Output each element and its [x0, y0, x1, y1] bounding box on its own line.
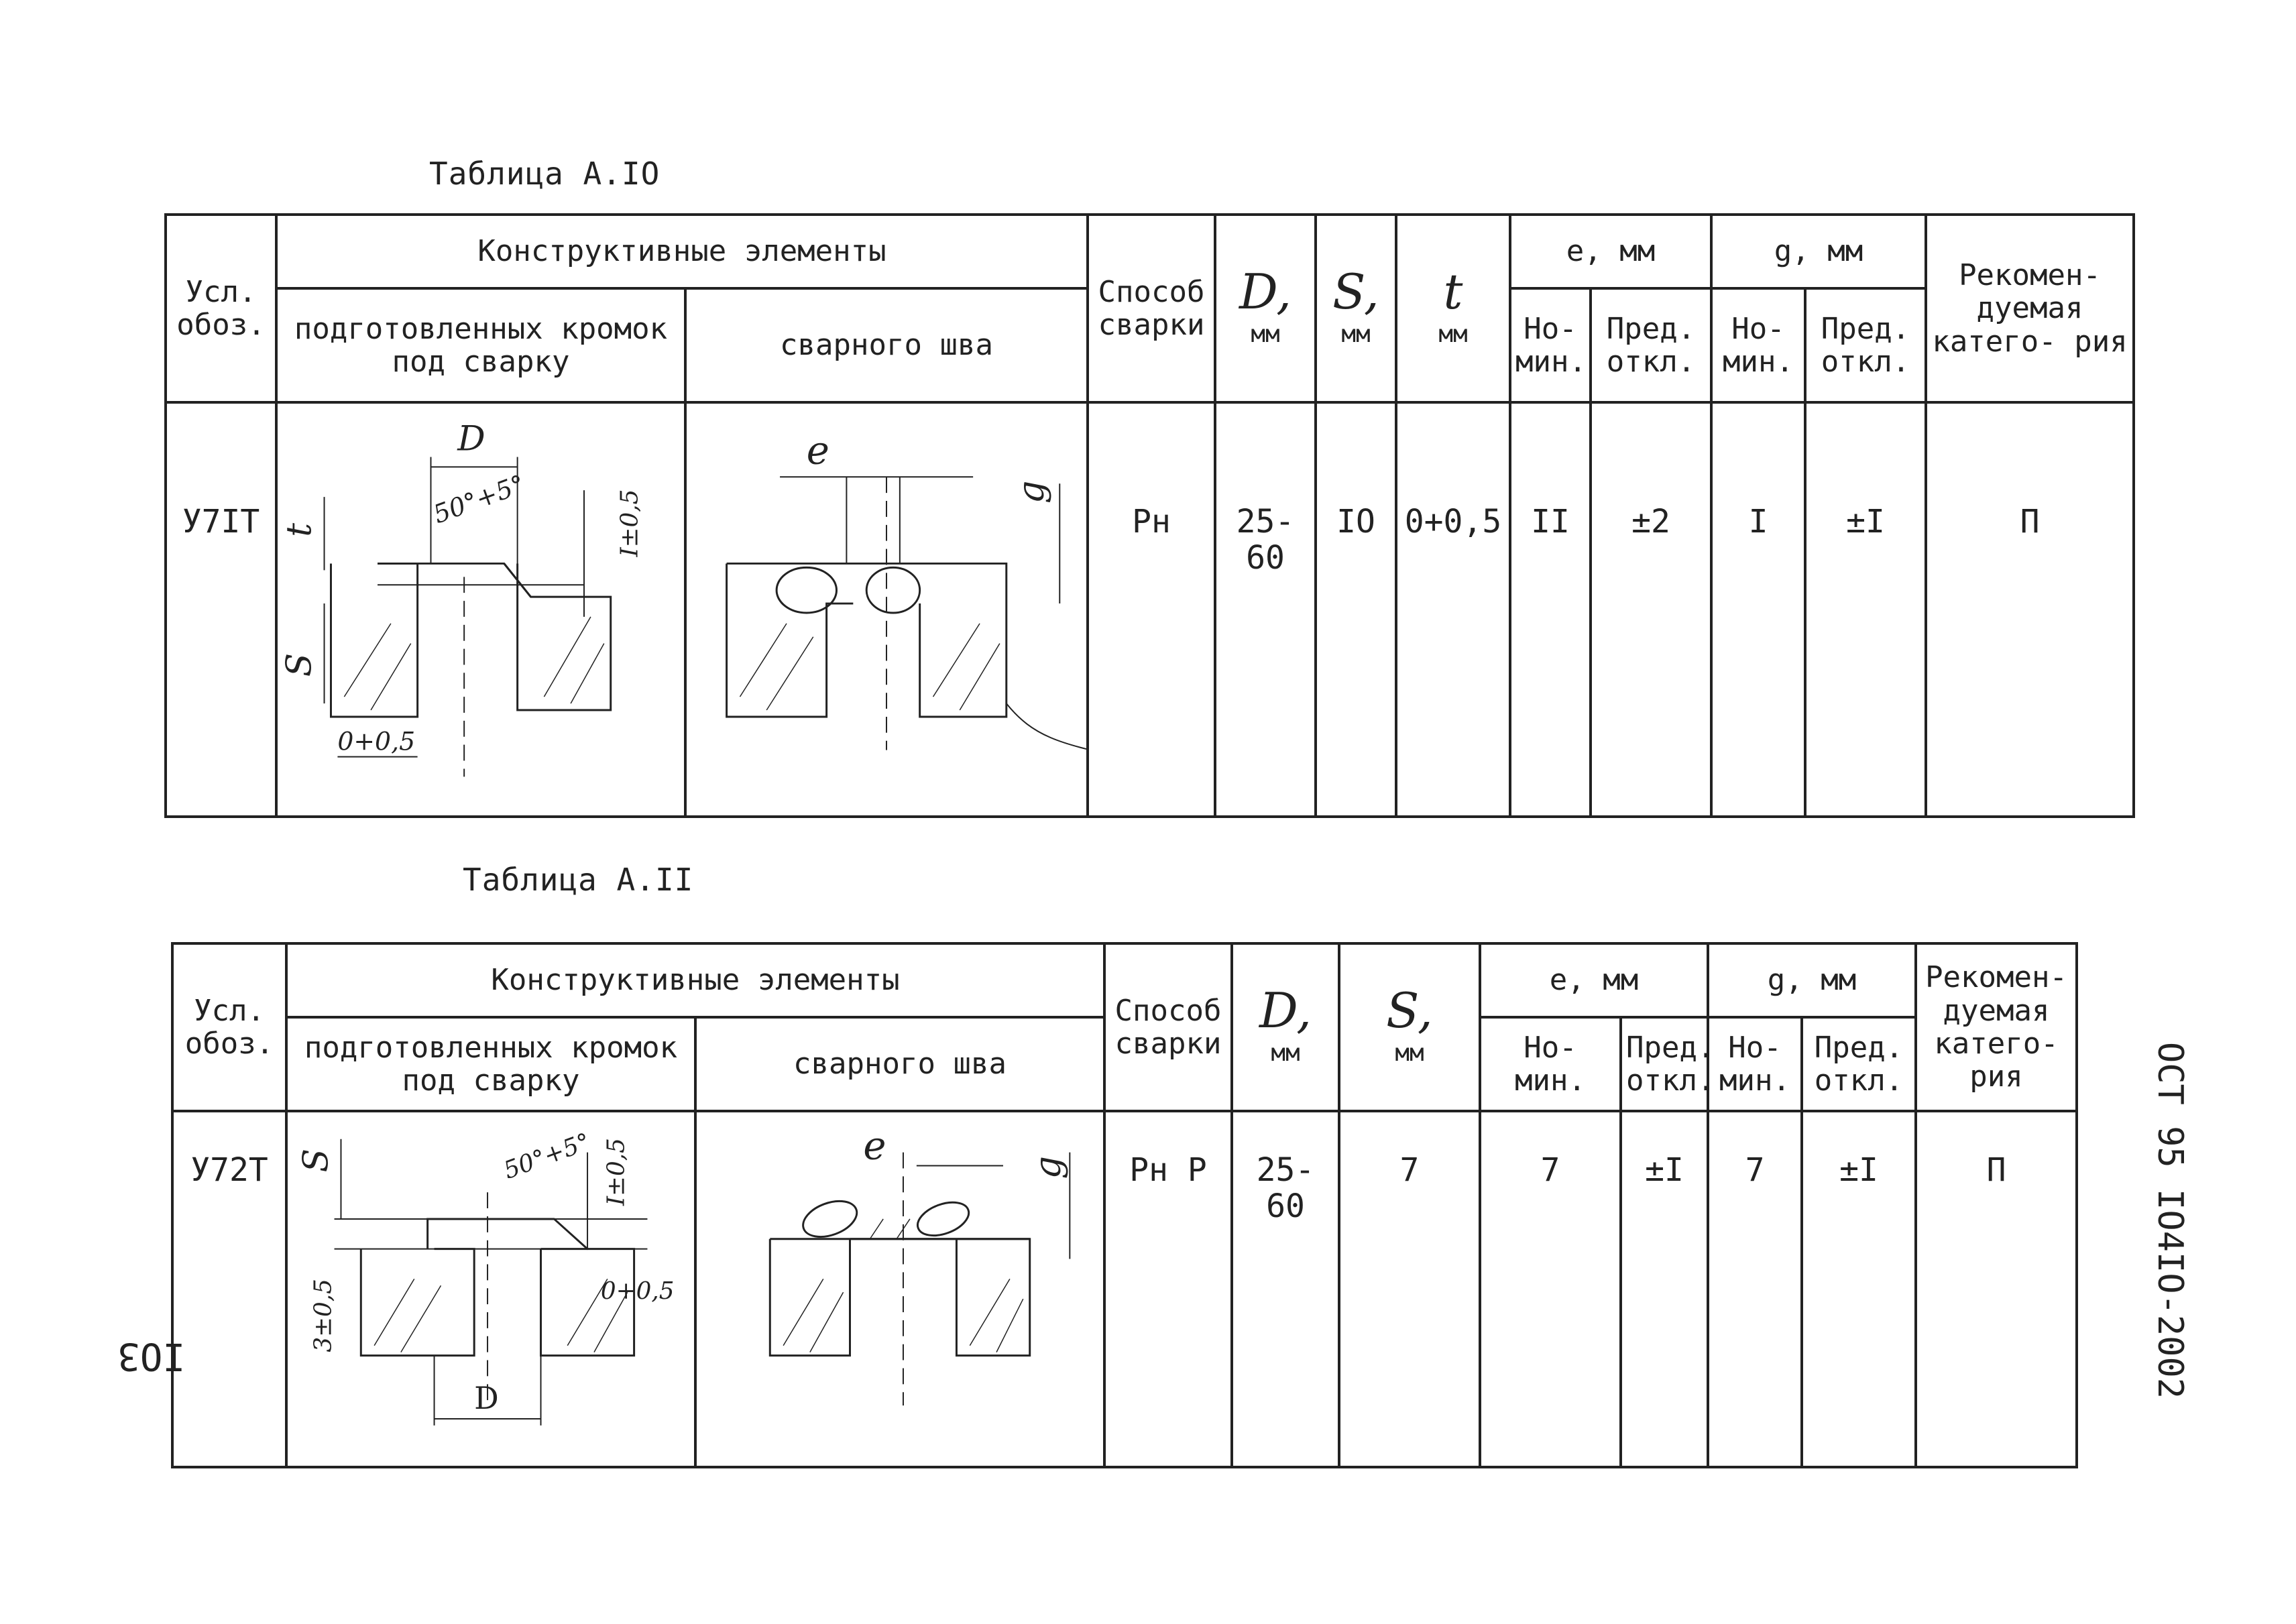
category-header: Рекомен- дуемая катего- рия	[1914, 942, 2079, 1112]
g-dim-label: g	[1009, 481, 1051, 504]
s-header: S, мм	[1314, 213, 1397, 404]
weld-spec-table: Усл. обоз. Конструктивные элементы Спосо…	[164, 213, 2136, 818]
group-header: Конструктивные элементы	[275, 213, 1089, 290]
s-unit: мм	[1341, 321, 1371, 349]
e-dev-header: Пред. откл.	[1619, 1016, 1710, 1112]
d-unit: мм	[1251, 321, 1280, 349]
e-nom-cell: 7	[1479, 1110, 1622, 1468]
weld-seam-drawing: e g	[768, 1124, 1071, 1406]
code-cell: У7IТ	[164, 401, 278, 818]
weld-seam-drawing: e g	[726, 428, 1085, 750]
d-cell: 25-60	[1230, 1110, 1340, 1468]
d-header: D, мм	[1214, 213, 1317, 404]
prep-drawing-cell: D 50°+5° t S 0+0,5 I±0,5	[275, 401, 687, 818]
angle-dim-label: 50°+5°	[429, 469, 528, 530]
side-dim-label: I±0,5	[603, 1138, 630, 1206]
category-header: Рекомен- дуемая катего- рия	[1925, 213, 2136, 404]
t-header: t мм	[1395, 213, 1511, 404]
e-dev-cell: ±I	[1619, 1110, 1710, 1468]
left-dim-label: 3±0,5	[310, 1279, 337, 1352]
method-cell: Рн	[1086, 401, 1216, 818]
s-cell: IO	[1314, 401, 1397, 818]
s-unit: мм	[1395, 1039, 1424, 1067]
e-group-header: e, мм	[1478, 942, 1710, 1019]
side-dim-label: I±0,5	[616, 489, 643, 558]
e-dev-cell: ±2	[1589, 401, 1713, 818]
e-group-header: e, мм	[1508, 213, 1713, 290]
page-number: IO3	[117, 1334, 186, 1378]
code-header: Усл. обоз.	[171, 942, 288, 1112]
g-nom-cell: 7	[1707, 1110, 1804, 1468]
g-dev-cell: ±I	[1800, 1110, 1918, 1468]
group-header: Конструктивные элементы	[285, 942, 1106, 1019]
s-dim-label: S	[296, 1149, 337, 1172]
e-nom-header: Но- мин.	[1479, 1016, 1622, 1112]
table-caption: Таблица А.II	[463, 862, 694, 898]
d-unit: мм	[1271, 1039, 1300, 1067]
g-dev-cell: ±I	[1804, 401, 1928, 818]
g-nom-header: Но- мин.	[1710, 287, 1807, 404]
d-header: D, мм	[1230, 942, 1340, 1112]
d-symbol: D,	[1239, 264, 1292, 321]
edge-prep-drawing: S 50°+5° I±0,5 3±0,5 0+0,5 D	[296, 1128, 675, 1426]
s-symbol: S,	[1332, 264, 1379, 321]
weld-spec-table: Усл. обоз. Конструктивные элементы Спосо…	[171, 942, 2079, 1468]
code-cell: У72Т	[171, 1110, 288, 1468]
method-header: Способ сварки	[1103, 942, 1233, 1112]
e-dev-header: Пред. откл.	[1589, 287, 1713, 404]
prep-header: подготовленных кромок под сварку	[275, 287, 687, 404]
g-nom-header: Но- мин.	[1707, 1016, 1804, 1112]
category-cell: П	[1914, 1110, 2079, 1468]
e-dim-label: e	[807, 428, 829, 473]
prep-drawing-cell: S 50°+5° I±0,5 3±0,5 0+0,5 D	[285, 1110, 697, 1468]
e-nom-cell: II	[1509, 401, 1592, 818]
angle-dim-label: 50°+5°	[500, 1128, 594, 1184]
g-dev-header: Пред. откл.	[1800, 1016, 1918, 1112]
gap-dim-label: 0+0,5	[337, 727, 415, 756]
g-group-header: g, мм	[1710, 213, 1928, 290]
weld-drawing-cell: e g	[694, 1110, 1106, 1468]
d-symbol: D,	[1259, 982, 1312, 1039]
weld-header: сварного шва	[694, 1016, 1106, 1112]
edge-prep-drawing: D 50°+5° t S 0+0,5 I±0,5	[280, 419, 643, 777]
table-caption: Таблица А.IO	[429, 156, 661, 192]
t-dim-label: t	[280, 523, 320, 537]
g-group-header: g, мм	[1707, 942, 1918, 1019]
prep-header: подготовленных кромок под сварку	[285, 1016, 697, 1112]
weld-header: сварного шва	[684, 287, 1089, 404]
d-cell: 25- 60	[1214, 401, 1317, 818]
weld-drawing-cell: e g	[684, 401, 1089, 818]
d-dim-label: D	[457, 419, 485, 459]
s-cell: 7	[1338, 1110, 1481, 1468]
t-symbol: t	[1443, 264, 1463, 321]
s-dim-label: S	[280, 653, 320, 677]
t-unit: мм	[1438, 321, 1468, 349]
e-dim-label: e	[863, 1124, 886, 1169]
gap-dim-label: 0+0,5	[601, 1277, 675, 1305]
category-cell: П	[1925, 401, 2136, 818]
code-header: Усл. обоз.	[164, 213, 278, 404]
d-dim-label: D	[474, 1381, 499, 1416]
g-dev-header: Пред. откл.	[1804, 287, 1928, 404]
method-cell: Рн Р	[1103, 1110, 1233, 1468]
e-nom-header: Но- мин.	[1509, 287, 1592, 404]
g-nom-cell: I	[1710, 401, 1807, 818]
s-symbol: S,	[1386, 982, 1433, 1039]
t-cell: 0+0,5	[1395, 401, 1511, 818]
document-code: ОСТ 95 IO4IO-2002	[2150, 1041, 2191, 1399]
s-header: S, мм	[1338, 942, 1481, 1112]
g-dim-label: g	[1026, 1156, 1068, 1179]
method-header: Способ сварки	[1086, 213, 1216, 404]
